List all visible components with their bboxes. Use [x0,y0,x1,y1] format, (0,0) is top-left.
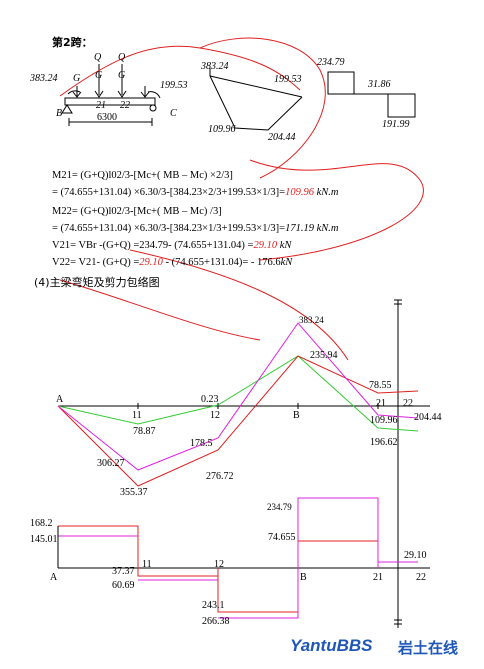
sketch-bottom-right: 204.44 [268,132,296,143]
freehand-annotations [59,37,424,361]
arrow-head [117,90,127,98]
val-23594: 235.94 [310,350,338,361]
val-30627: 306.27 [97,458,125,469]
sketch-baseline [209,75,303,98]
val-23479: 234.79 [267,502,292,512]
val-7887: 78.87 [133,426,156,437]
watermark-cn: 岩土在线 [398,639,459,657]
shear-block-bottom [387,93,416,118]
envelope-heading: (4)主梁弯矩及剪力包络图 [34,276,160,289]
val-1785: 178.5 [190,438,213,449]
shear-label-21: 21 [373,572,383,583]
load-G-2: G [118,70,126,81]
val-74655: 74.655 [268,532,296,543]
arrow-head [94,90,104,98]
shear-sketch [327,71,416,118]
load-moment-left: 383.24 [30,73,58,84]
support-left [61,104,73,114]
sketch-bottom-left: 109.96 [208,124,236,135]
annotation-curve [199,37,326,179]
load-G-1: G [95,70,103,81]
shear-envelope-chart [57,497,430,619]
label-B: B [293,410,300,421]
series-green [57,355,419,432]
val-023: 0.23 [201,394,219,405]
val-3737: 37.37 [112,566,135,577]
span-length: 6300 [97,112,117,123]
series-red [57,355,419,487]
series-magenta [57,322,419,471]
val-7855: 78.55 [369,380,392,391]
val-2431: 243.1 [202,600,225,611]
sketch-top-right: 199.53 [274,74,302,85]
section-21-label: 21 [96,100,106,111]
val-1682: 168.2 [30,518,53,529]
label-21: 21 [376,398,386,409]
section-22-label: 22 [120,100,130,111]
label-A: A [56,394,64,405]
val-35537: 355.37 [120,487,148,498]
val-14501: 145.01 [30,534,58,545]
shear-red-1 [58,525,139,568]
val-27672: 276.72 [206,471,234,482]
val-19662: 196.62 [370,437,398,448]
load-moment-right: 199.53 [160,80,188,91]
shear-magenta-4 [297,497,379,568]
moment-arc-left [67,90,81,95]
sketch-moment-curve [209,75,303,131]
shear-label-A: A [50,572,58,583]
support-right [149,104,157,112]
span-heading: 第2跨： [52,36,93,49]
shear-label-12: 12 [214,559,224,570]
shear-sketch-right: 191.99 [382,119,410,130]
arrow-head [72,91,82,98]
equation-4: = (74.655+131.04) ×6.30/3-[384.23×1/3+19… [52,223,339,234]
sketch-top-left: 383.24 [201,61,229,72]
shear-red-3 [217,568,299,613]
annotation-curve [59,279,261,341]
val-383: 383.24 [299,315,324,325]
label-11: 11 [132,410,142,421]
watermark-en: YantuBBS [290,636,373,655]
label-22: 22 [403,398,413,409]
moment-envelope-chart [57,299,430,628]
equation-2: = (74.655+131.04) ×6.30/3-[384.23×2/3+19… [52,187,339,198]
annotation-curve [249,159,424,261]
val-26638: 266.38 [202,616,230,627]
annotation-curve [59,45,301,97]
val-20444: 204.44 [414,412,442,423]
beam-diagram [61,64,161,126]
beam [64,97,156,106]
support-C-label: C [170,108,177,119]
val-6069: 60.69 [112,580,135,591]
shear-block-top [327,71,355,95]
load-G-3: G [73,73,81,84]
moment-arc-right [147,91,161,99]
equation-5: V21= VBr -(G+Q) =234.79- (74.655+131.04)… [52,240,292,251]
equation-1: M21= (G+Q)l02/3-[Mc+( MB – Mc) ×2/3] [52,170,233,181]
load-Q-2: Q [118,52,126,63]
label-12: 12 [210,410,220,421]
val-10996: 109.96 [370,415,398,426]
equation-3: M22= (G+Q)l02/3-[Mc+( MB – Mc) /3] [52,206,222,217]
shear-magenta-3 [218,568,299,619]
shear-sketch-mid: 31.86 [368,79,391,90]
support-B-label: B [56,108,63,119]
moment-sketch [209,68,303,131]
arrow-head [140,91,150,98]
val-2910: 29.10 [404,550,427,561]
shear-sketch-left: 234.79 [317,57,345,68]
shear-label-22: 22 [416,572,426,583]
annotation-curve [129,249,349,361]
equation-6: V22= V21- (G+Q) =29.10 - (74.655+131.04)… [52,257,293,268]
shear-label-B: B [300,572,307,583]
shear-label-11: 11 [142,559,152,570]
load-Q-1: Q [94,52,102,63]
